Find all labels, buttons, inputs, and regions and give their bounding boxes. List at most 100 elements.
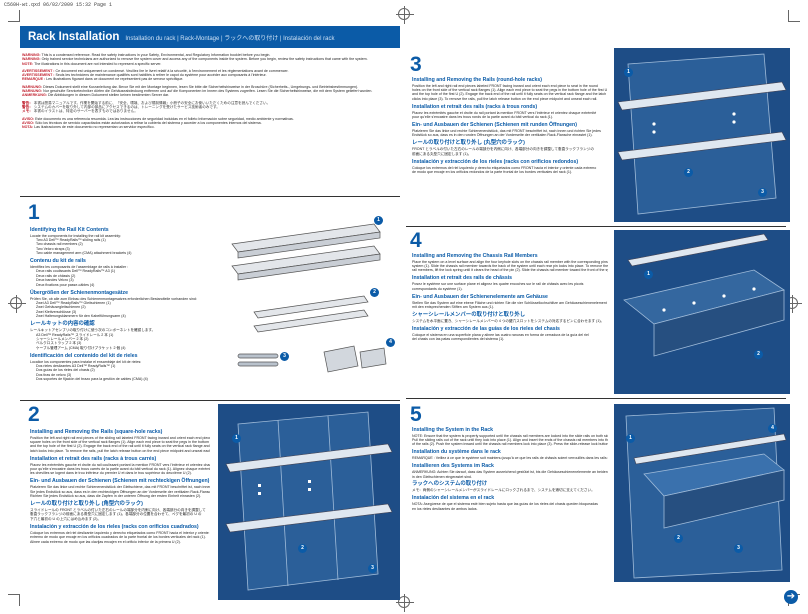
section-title: Installation du système dans le rack (412, 449, 501, 456)
section-title: Installation et retrait des rails de châ… (412, 275, 513, 282)
note-line: NOTE: The illustrations in this document… (22, 61, 162, 66)
text-line: Deux bandes Velcro (3) (36, 278, 74, 283)
callout-marker: 2 (754, 350, 763, 359)
callout-marker: 3 (758, 188, 767, 197)
warning-block-jp: 警告： 本書は簡易マニュアルです。作業を開始する前に、『安全、環境、および規制情… (22, 101, 394, 114)
text-line: Identifiez les composants de l'assemblag… (30, 265, 129, 270)
section-title: Installing and Removing the Chassis Rail… (412, 252, 538, 259)
section-title: レールの取り付けと取り外し (角型穴のラック) (30, 501, 143, 508)
print-header: C560H-wt.qxd 06/02/2009 15:32 Page 1 (4, 2, 113, 8)
text-line: extremo de modo que encaje en los orific… (30, 535, 206, 540)
callout-marker: 1 (374, 216, 383, 225)
section-title: Instalación y extracción de los rieles (… (412, 158, 579, 165)
text-line: NOTE: Ensure that the system is properly… (412, 433, 608, 438)
warning-line: AVISO: Sólo los técnicos de servicio cap… (22, 120, 262, 125)
callout-marker: 2 (370, 288, 379, 297)
text-line: Zwei Gehäusegleitschienen (2) (36, 305, 86, 310)
text-line: Platzieren Sie das linke und rechte Schi… (30, 485, 210, 490)
section-title: Ein- und Ausbauen der Schienenelemente a… (412, 293, 548, 300)
text-line: system (1). Slide the chassis rail membe… (412, 263, 608, 268)
text-line: Localice los componentes para instalar e… (30, 359, 142, 364)
text-line: Posez le système sur une surface plane e… (412, 282, 584, 287)
text-line: Two cable management arm (CMA) attachmen… (36, 251, 132, 256)
text-line: Platzieren Sie das linke und rechte Schi… (412, 128, 601, 133)
text-line: Pull the sliding rails out of the rack u… (412, 437, 608, 442)
text-line: Coloque los extremos del riel deslizante… (30, 530, 210, 535)
section-title: Contenu du kit de rails (30, 258, 86, 265)
warning-block-de: WARNUNG: Dieses Dokument stellt eine Kur… (22, 85, 394, 98)
section-title: Installing and Removing the Rails (squar… (30, 428, 163, 435)
registration-mark-left (8, 295, 26, 313)
text-line: Stellen Sie das System auf eine ebene Fl… (412, 300, 607, 305)
text-line: Richten Sie jedes Endstück so aus, dass … (30, 494, 202, 499)
text-line: Position the left and right rail end pie… (412, 83, 598, 88)
crop-mark-bottom-left (8, 594, 20, 606)
callout-marker: 1 (626, 434, 635, 443)
round-hole-rack-illustration: 1 2 3 (614, 48, 790, 222)
warnings-section: WARNING: This is a condensed reference. … (22, 53, 394, 132)
section-title: レールキットの内容の確認 (30, 321, 95, 328)
text-line: ANMERKUNG: Achten Sie darauf, dass das S… (412, 470, 608, 475)
step-number: 4 (410, 229, 422, 252)
text-line: Dos soportes de fijación del brazo para … (36, 377, 148, 382)
text-line: holes on the front side of the vertical … (412, 87, 608, 92)
text-line: of the rails (2). Push the system inward… (412, 442, 608, 447)
step-number: 2 (28, 403, 40, 426)
text-line: レールキットアセンブリの取り付けに使う次のコンポーネントを確認します。 (30, 328, 156, 333)
text-line: les chevilles se logent dans le trou inf… (30, 471, 192, 476)
text-line: correspondants du système (1). (412, 286, 463, 291)
step-number: 1 (28, 201, 40, 224)
text-line: Dos rieles deslizantes A3 Dell™ ReadyRai… (36, 364, 116, 369)
warning-line: AVERTISSEMENT : Seuls les techniciens de… (22, 73, 267, 78)
text-line: Two chassis rail members (2) (36, 242, 83, 247)
step1-text: Identifying the Rail Kit Contents Locate… (30, 224, 200, 382)
note-line: メモ： 本書のイラストは、特定のサーバーを表すものではありません。 (22, 109, 138, 114)
section-title: Instalación del sistema en el rack (412, 495, 495, 502)
text-line: pour qu'elle s'encastre dans les trous r… (412, 115, 554, 120)
callout-marker: 2 (684, 168, 693, 177)
section-title: Identifying the Rail Kit Contents (30, 226, 109, 233)
text-line: Locate the components for installing the… (30, 233, 122, 238)
text-line: and the top hole of the first U (2). Eng… (30, 444, 210, 449)
callout-marker: 1 (624, 68, 633, 77)
text-line: Placez les extrémités gauche et droite d… (30, 462, 210, 467)
text-line: Dos tiras de velcro (3) (36, 372, 72, 377)
warning-block-en: WARNING: This is a condensed reference. … (22, 53, 394, 66)
square-hole-rack-illustration: 1 2 3 (218, 404, 400, 600)
text-line: Position the left and right rail end pie… (30, 435, 210, 440)
text-line: 下穴と最初の U の上穴にはめ込みます (2)。 (30, 516, 102, 521)
text-line: Deux rails de châssis (2) (36, 273, 76, 278)
text-line: Zwei Halterungsklammern für den Kabelfüh… (36, 314, 126, 319)
callout-marker: 2 (298, 544, 307, 553)
text-line: de modo que encaje en los orificios redo… (412, 169, 573, 174)
warning-line: AVISO: Este documento es una referencia … (22, 116, 294, 121)
section-title: シャーシレールメンバーの取り付けと取り外し (412, 311, 526, 318)
warning-line: WARNUNG: Nur geschulte Servicetechniker … (22, 89, 373, 94)
text-line: Coloque los extremos del riel izquierdo … (412, 165, 597, 170)
section-title: Ein- und Ausbauen der Schienen (Schienen… (30, 478, 210, 485)
text-line: Endstück so aus, dass es in den runden Ö… (412, 133, 593, 138)
warning-line: WARNUNG: Dieses Dokument stellt eine Kur… (22, 84, 359, 89)
callout-marker: 4 (768, 424, 777, 433)
crop-mark-top-right (788, 10, 800, 22)
warning-line: 警告： システムのカバーを取り外して内部の部品にアクセスできるのは、トレーニング… (22, 104, 220, 109)
warning-line: AVERTISSEMENT : Ce document est uniqueme… (22, 68, 289, 73)
section-title: Instalación y extracción de las guías de… (412, 325, 560, 332)
text-line: システムを水平面に置き、シャーシレールメンバーの 4 つの鍵穴スロットをシステム… (412, 318, 605, 323)
text-line: del chasis con las patas correspondiente… (412, 337, 505, 342)
section-title: Instalación y extracción de los rieles (… (30, 523, 199, 530)
section-divider (406, 398, 786, 399)
text-line: mit den entsprechenden Stiften am System… (412, 304, 494, 309)
section-title: Identificación del contenido del kit de … (30, 352, 138, 359)
callout-marker: 2 (674, 534, 683, 543)
note-line: REMARQUE : Les illustrations figurant da… (22, 77, 184, 82)
text-line: Deux rails coulissants Dell™ ReadyRails™… (36, 269, 116, 274)
section-title: Installation et retrait des rails (racks… (412, 103, 538, 110)
page-title: Rack Installation (28, 31, 120, 43)
callout-marker: 1 (232, 434, 241, 443)
section-divider (20, 196, 400, 197)
text-line: A3 Dell™ ReadyRails™ スライドレール 2 本 (1) (36, 332, 114, 337)
warning-block-fr: AVERTISSEMENT : Ce document est uniqueme… (22, 69, 394, 82)
text-line: Dos guías de los rieles del chasis (2) (36, 368, 95, 373)
text-line: メモ：両側のシャーシレールメンバーがスライドレールにロックされるまで、システムを… (412, 488, 595, 493)
